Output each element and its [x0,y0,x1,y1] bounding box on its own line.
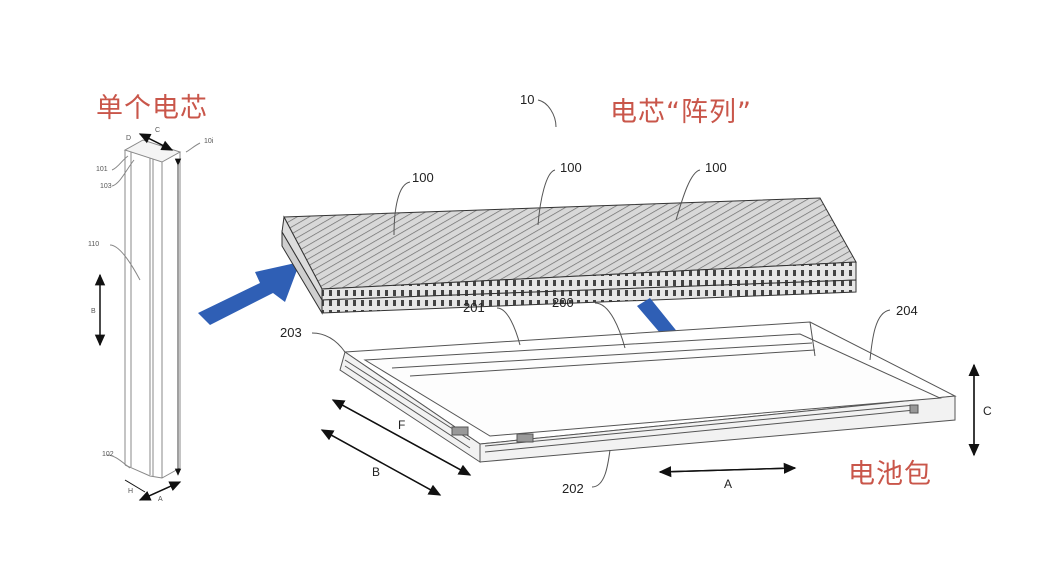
cell-array-label: 电芯“阵列” [610,97,752,128]
ref-201: 201 [463,300,485,315]
ref-204: 204 [896,303,918,318]
ref-100-right: 100 [705,160,727,175]
single-cell-drawing [106,139,201,479]
ref-200: 200 [552,295,574,310]
dim-d-cell: D [126,135,132,142]
tray-leader-lines [311,302,891,488]
ref-203: 203 [280,325,302,340]
cell-to-array-arrow-shape [198,262,300,325]
cell-array-drawing [281,197,857,315]
ref-102: 102 [102,451,114,458]
ref-100-left: 100 [412,170,434,185]
single-cell-dimension-arrows [94,133,182,501]
dim-h-cell: H [128,488,134,495]
battery-pack-label: 电池包 [848,459,932,490]
tray-dimension-arrows [320,363,980,496]
dim-b: B [372,465,381,479]
single-cell-label: 单个电芯 [96,93,208,124]
ref-10: 10 [520,92,535,107]
array-leader-lines [393,99,701,236]
dim-a-cell: A [158,496,163,503]
ref-202: 202 [562,481,584,496]
ref-10i: 10i [204,138,214,145]
battery-tray-drawing [339,321,957,463]
dim-a: A [724,477,733,491]
dim-b-cell: B [91,308,96,315]
ref-103: 103 [100,183,112,190]
ref-100-middle: 100 [560,160,582,175]
dim-f: F [398,418,406,432]
ref-110: 110 [88,241,100,248]
dim-c: C [983,404,992,418]
ref-101: 101 [96,166,108,173]
dim-c-cell: C [155,127,161,134]
